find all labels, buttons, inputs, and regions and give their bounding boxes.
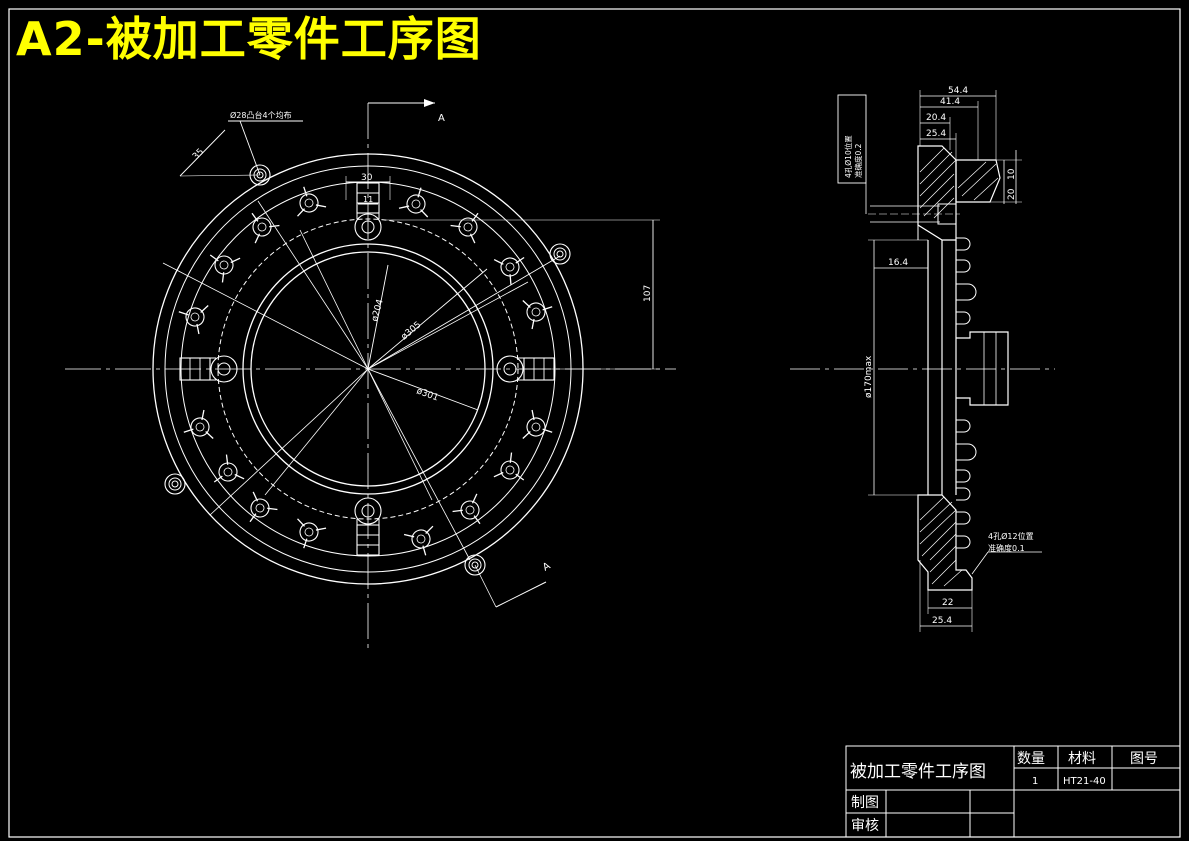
dim-107: 107 bbox=[643, 285, 653, 302]
boss-note: Ø28凸台4个均布 bbox=[230, 110, 292, 120]
section-label-top: A bbox=[438, 113, 445, 124]
checked-by-label: 审核 bbox=[851, 818, 879, 834]
drawing-name: 被加工零件工序图 bbox=[850, 762, 986, 782]
radial-line bbox=[257, 200, 369, 370]
dim-d301: ø301 bbox=[415, 386, 440, 403]
front-view bbox=[65, 99, 676, 652]
dim-20-4: 20.4 bbox=[926, 113, 946, 123]
quantity-header: 数量 bbox=[1017, 751, 1045, 767]
radial-line bbox=[367, 281, 529, 370]
upper-hub bbox=[955, 159, 1001, 203]
dim-d305-leader bbox=[367, 268, 488, 370]
quantity-value: 1 bbox=[1032, 776, 1038, 787]
section-label-bottom: A bbox=[541, 561, 553, 574]
inner-bore-outer bbox=[242, 243, 494, 495]
radial-line bbox=[299, 229, 369, 370]
lower-flange bbox=[917, 494, 973, 591]
dim-170: ø170max bbox=[864, 355, 874, 398]
upper-flange bbox=[917, 145, 957, 241]
dim-16-4: 16.4 bbox=[888, 258, 908, 268]
top-note-box bbox=[837, 94, 867, 184]
spoke-pitch-circle bbox=[217, 218, 519, 520]
section-view bbox=[790, 90, 1055, 632]
radial-line bbox=[264, 368, 369, 496]
bottom-note-line2: 准确度0.1 bbox=[988, 543, 1025, 553]
sheet-border bbox=[8, 8, 1181, 838]
dim-25-4-top: 25.4 bbox=[926, 129, 946, 139]
boss-note-leader bbox=[239, 120, 261, 176]
dim-35: 35 bbox=[191, 147, 206, 162]
dim-d301-leader bbox=[367, 368, 479, 411]
top-note-line1: 4孔Ø10位置 bbox=[843, 135, 853, 178]
dim-30: 30 bbox=[361, 173, 373, 183]
radial-line bbox=[162, 262, 369, 370]
section-view-labels: 54.4 41.4 20.4 25.4 16.4 ø170max 20 10 2… bbox=[843, 86, 1034, 626]
bottom-note-line1: 4孔Ø12位置 bbox=[988, 531, 1034, 541]
dim-d204-leader bbox=[367, 264, 389, 370]
dim-22: 22 bbox=[942, 598, 953, 608]
dim-d204: ø204 bbox=[370, 298, 386, 323]
center-hub bbox=[956, 331, 1009, 406]
bottom-note-leader bbox=[971, 551, 989, 575]
dim-20: 20 bbox=[1007, 188, 1017, 200]
material-value: HT21-40 bbox=[1063, 776, 1106, 787]
inner-bore bbox=[250, 251, 486, 487]
title-block-text: 被加工零件工序图 数量 材料 图号 1 HT21-40 制图 审核 bbox=[850, 751, 1158, 834]
dim-35-line bbox=[179, 129, 226, 177]
dim-54-4: 54.4 bbox=[948, 86, 968, 96]
radial-line bbox=[367, 368, 471, 561]
dim-25-4-bottom: 25.4 bbox=[932, 616, 952, 626]
material-header: 材料 bbox=[1068, 751, 1096, 767]
drawing-no-header: 图号 bbox=[1130, 751, 1158, 767]
dim-11: 11 bbox=[363, 195, 373, 204]
title-block bbox=[845, 745, 1181, 838]
drawing-title: A2-被加工零件工序图 bbox=[16, 12, 482, 66]
radial-line bbox=[367, 368, 433, 501]
radial-line bbox=[209, 368, 369, 516]
dim-41-4: 41.4 bbox=[940, 97, 960, 107]
dim-10: 10 bbox=[1007, 168, 1017, 180]
top-note-line2: 准确度0.2 bbox=[853, 143, 863, 178]
radial-line bbox=[367, 255, 561, 370]
drawn-by-label: 制图 bbox=[851, 795, 879, 811]
